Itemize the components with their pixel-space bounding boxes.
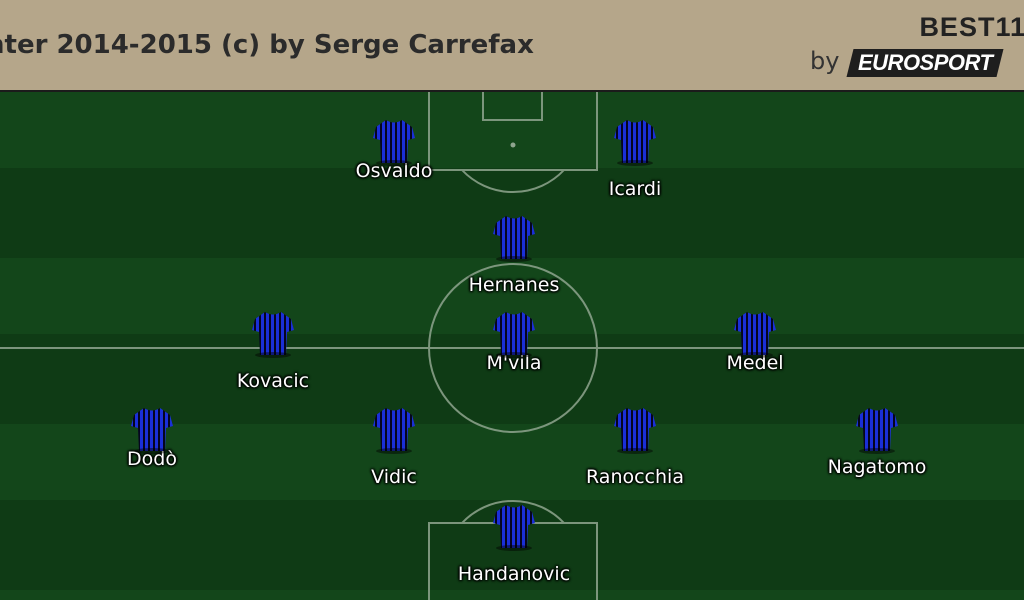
player-kovacic[interactable]: Kovacic [193,310,353,392]
jersey-shadow [496,545,532,551]
player-name: Dodò [127,448,177,470]
player-mvila[interactable]: M'vila [434,310,594,374]
bottom-penalty-arc [461,500,565,524]
jersey-icon [492,310,536,358]
brand-by-label: by [810,47,840,75]
jersey-shadow [376,160,412,166]
jersey-icon [130,406,174,454]
jersey-icon [613,406,657,454]
jersey-icon [492,214,536,262]
jersey-icon [251,310,295,358]
player-name: Icardi [608,178,662,200]
player-osvaldo[interactable]: Osvaldo [314,118,474,182]
jersey-shadow [617,160,653,166]
eurosport-logo-text: EUROSPORT [858,50,993,75]
lineup-title: nter 2014-2015 (c) by Serge Carrefax [0,30,534,60]
top-goal-box [482,92,543,121]
football-pitch: Osvaldo Icardi Hernanes Kovacic M'vila [0,92,1024,600]
jersey-icon [613,118,657,166]
top-penalty-box [428,92,598,171]
player-name: Hernanes [468,274,560,296]
player-name: Osvaldo [355,160,433,182]
top-penalty-spot [510,142,516,148]
jersey-shadow [859,448,895,454]
jersey-icon [733,310,777,358]
player-icardi[interactable]: Icardi [555,118,715,200]
player-nagatomo[interactable]: Nagatomo [797,406,957,478]
eurosport-logo: EUROSPORT [846,49,1004,77]
player-hernanes[interactable]: Hernanes [434,214,594,296]
player-name: Handanovic [457,563,571,585]
top-penalty-arc [461,169,565,193]
jersey-shadow [134,448,170,454]
center-circle [428,263,598,433]
brand-name: BEST11 [919,12,1024,42]
jersey-icon [372,118,416,166]
jersey-icon [372,406,416,454]
player-dodo[interactable]: Dodò [72,406,232,470]
player-handanovic[interactable]: Handanovic [434,503,594,585]
player-medel[interactable]: Medel [675,310,835,374]
jersey-shadow [617,448,653,454]
jersey-shadow [496,256,532,262]
player-name: M'vila [486,352,542,374]
player-name: Nagatomo [827,456,927,478]
jersey-icon [492,503,536,551]
jersey-icon [855,406,899,454]
player-name: Ranocchia [586,466,684,488]
jersey-shadow [255,352,291,358]
jersey-shadow [376,448,412,454]
jersey-shadow [496,352,532,358]
player-vidic[interactable]: Vidic [314,406,474,488]
player-name: Kovacic [236,370,310,392]
brand-logo-block[interactable]: BEST11 by EUROSPORT [796,12,1024,82]
jersey-shadow [737,352,773,358]
player-name: Medel [726,352,784,374]
player-ranocchia[interactable]: Ranocchia [555,406,715,488]
player-name: Vidic [371,466,417,488]
header-bar: nter 2014-2015 (c) by Serge Carrefax BES… [0,0,1024,92]
